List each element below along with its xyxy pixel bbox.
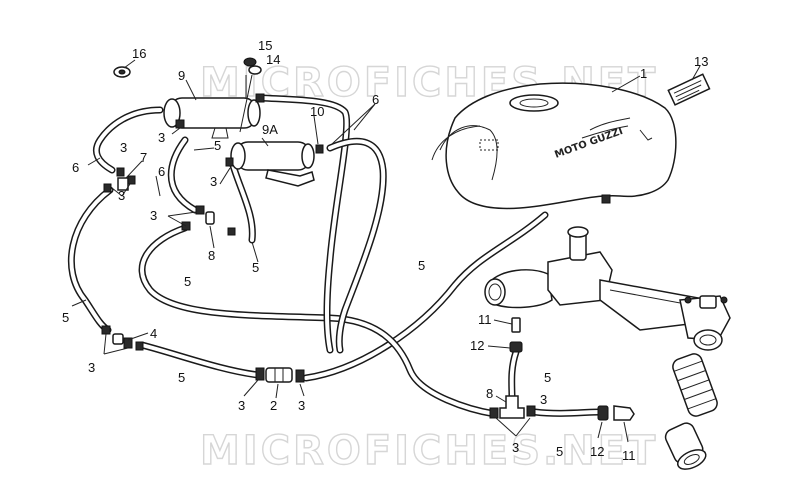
callout-9a: 9A [262,122,278,137]
callout-3-b: 3 [120,140,127,155]
canister-9a [230,141,315,187]
callout-5-e: 5 [62,310,69,325]
callout-3-i: 3 [540,392,547,407]
callout-4: 4 [150,326,157,341]
callout-3-h: 3 [298,398,305,413]
callout-5-g: 5 [544,370,551,385]
clamp [295,369,305,383]
callout-7: 7 [140,150,147,165]
callout-2: 2 [270,398,277,413]
tank-body [445,82,677,210]
callout-3-c: 3 [118,188,125,203]
hose-clamps [101,93,536,419]
fuel-cap [509,94,559,112]
callout-5-b: 5 [252,260,259,275]
callout-3-f: 3 [88,360,95,375]
callout-3-a: 3 [158,130,165,145]
union-4 [112,333,124,345]
callout-3-e: 3 [150,208,157,223]
callout-3-j: 3 [512,440,519,455]
fuel-tank: MOTO GUZZI [431,82,677,210]
callout-5-f: 5 [178,370,185,385]
clamp [175,119,185,129]
callout-1: 1 [640,66,647,81]
tee-fitting-7 [117,177,129,191]
nut-15 [243,57,257,67]
canister-9a-bracket [265,169,315,187]
intake-rubber-boots [664,353,718,470]
tank-eagle-emblem [581,117,631,139]
callout-12-lower: 12 [590,444,604,459]
callout-6-left: 6 [72,160,79,175]
intake-manifold-right [693,329,723,351]
clamp [489,407,499,419]
hose-network [67,94,604,418]
clamp [135,341,144,351]
clamp [315,144,324,154]
clamp [227,227,236,236]
callout-12-upper: 12 [470,338,484,353]
clamp [195,205,205,215]
callout-5-a: 5 [214,138,221,153]
banjo-11-12-lower [597,405,635,421]
canister-9 [163,97,261,139]
hose-upper-left [93,106,164,174]
watermark-bottom: MICROFICHES.NET [200,428,658,474]
hose-middle-loop [138,224,499,418]
callout-11-upper: 11 [478,312,492,327]
washer-14 [248,65,262,75]
clamp [116,167,125,177]
clamp [255,93,265,103]
clamp [526,405,536,417]
clamp [127,175,136,185]
callout-14: 14 [266,52,280,67]
callout-6-top: 6 [372,92,379,107]
clamp [255,367,265,381]
clamp [103,183,112,193]
callout-labels: 1 13 16 15 14 9 10 6 9A 3 5 6 3 7 6 3 3 … [62,38,708,463]
fuel-filter-2 [265,367,293,383]
throttle-body-assembly [484,226,731,351]
clamp [225,157,234,167]
callout-16: 16 [132,46,146,61]
tank-drain-valve [601,194,611,204]
callout-5-c: 5 [184,274,191,289]
callout-6-mid: 6 [158,164,165,179]
clamp [101,325,111,335]
callout-11-lower: 11 [622,448,636,463]
canister-9-bracket [211,127,229,139]
warning-decal [667,73,711,106]
callout-10: 10 [310,104,324,119]
callout-3-d: 3 [210,174,217,189]
callout-13: 13 [694,54,708,69]
callout-8-left: 8 [208,248,215,263]
banjo-11-12-upper [509,317,523,353]
grommet-16 [113,66,131,78]
clamp [123,337,133,349]
leader-lines [71,59,701,443]
canister-9a-body [235,141,311,171]
callout-9: 9 [178,68,185,83]
callout-5-h: 5 [556,444,563,459]
callout-15: 15 [258,38,272,53]
callout-3-g: 3 [238,398,245,413]
callout-5-d: 5 [418,258,425,273]
callout-8-right: 8 [486,386,493,401]
